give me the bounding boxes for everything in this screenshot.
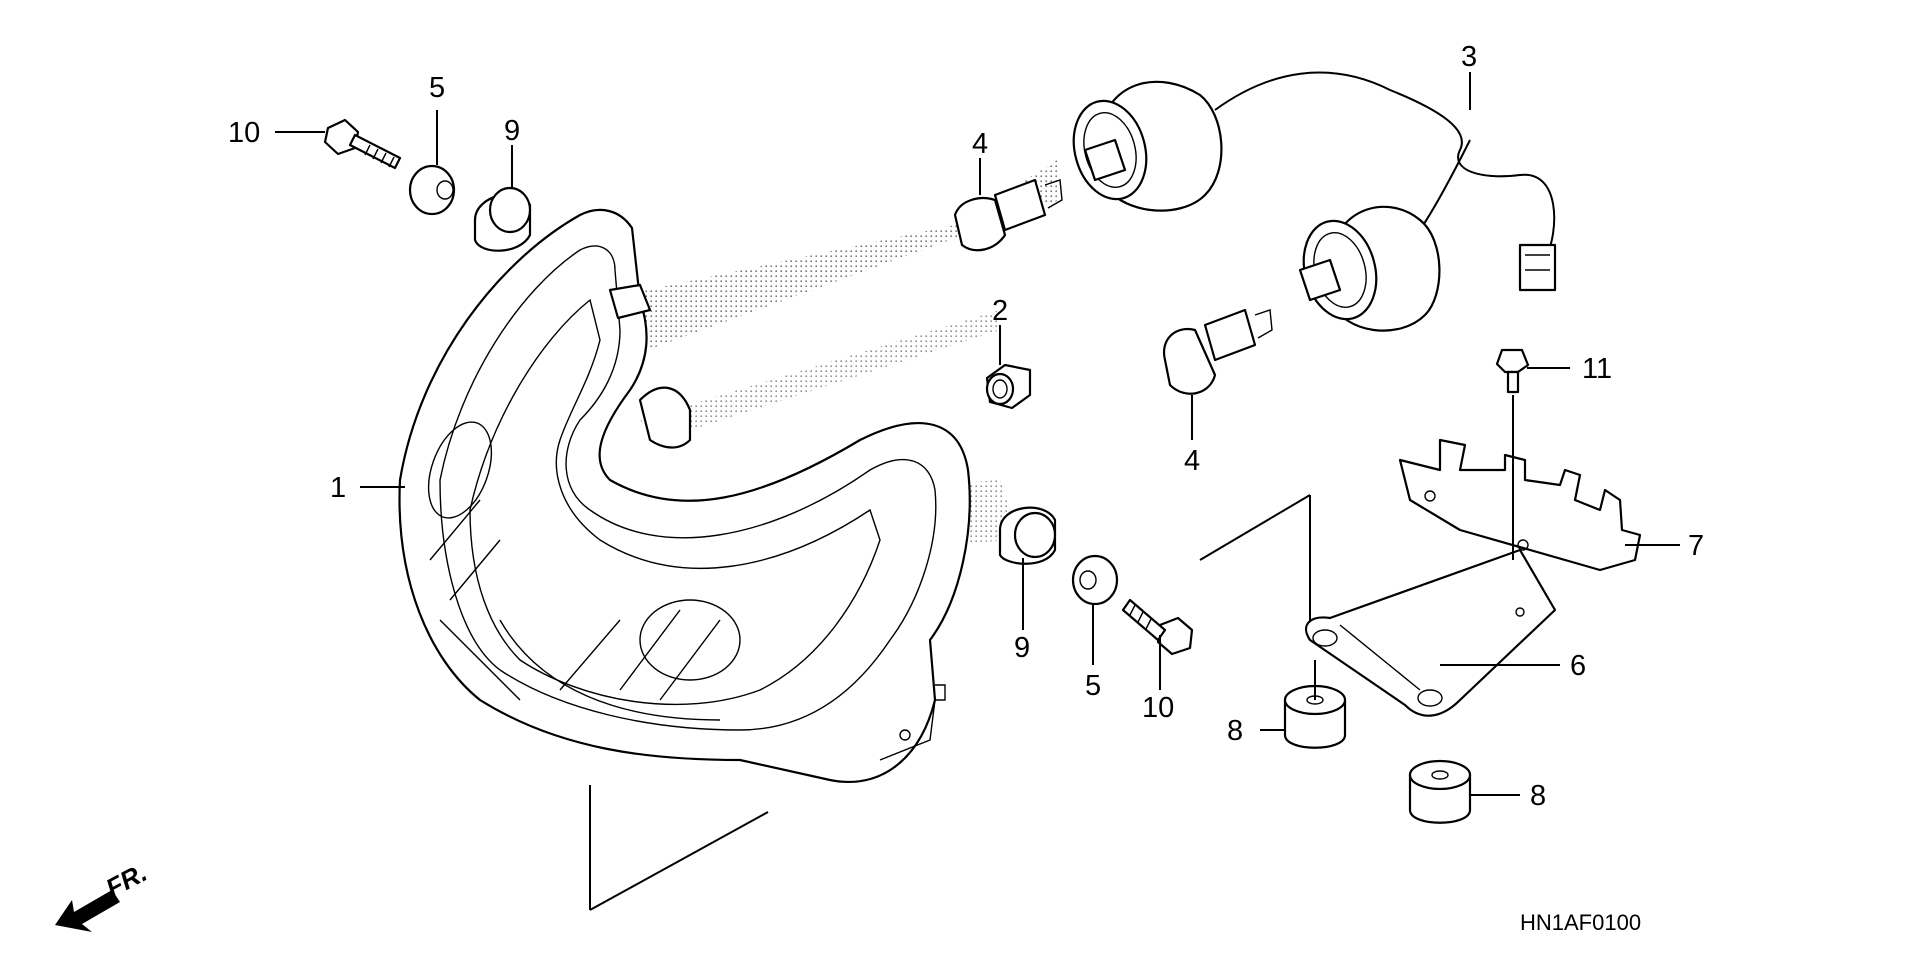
socket-harness-part[interactable] xyxy=(1063,71,1557,332)
grommet-part-upper[interactable] xyxy=(473,186,532,252)
callout-5-upper: 5 xyxy=(429,72,445,104)
mount-rubber-part-lower[interactable] xyxy=(1408,759,1472,824)
callout-11: 11 xyxy=(1582,353,1612,385)
callout-9-lower: 9 xyxy=(1014,632,1030,664)
callout-5-lower: 5 xyxy=(1085,670,1101,702)
plate-part[interactable] xyxy=(1305,548,1557,717)
callout-10-upper: 10 xyxy=(228,117,260,149)
collar-part[interactable] xyxy=(985,363,1032,410)
bulb-part-upper[interactable] xyxy=(953,178,1063,252)
grommet-part-lower[interactable] xyxy=(998,506,1057,565)
callout-10-lower: 10 xyxy=(1142,692,1174,724)
callout-7: 7 xyxy=(1688,530,1704,562)
callout-9-upper: 9 xyxy=(504,115,520,147)
headlight-bracket-lines xyxy=(589,494,1311,911)
bulb-part-lower[interactable] xyxy=(1162,308,1273,395)
front-arrow-icon xyxy=(55,890,120,932)
callout-2: 2 xyxy=(992,295,1008,327)
washer-part-upper[interactable] xyxy=(408,164,456,216)
callout-1: 1 xyxy=(330,472,346,504)
drawing-code: HN1AF0100 xyxy=(1520,910,1641,935)
callout-4-upper: 4 xyxy=(972,128,988,160)
leader-lines xyxy=(275,72,1680,796)
callout-8-upper: 8 xyxy=(1227,715,1243,747)
stay-bracket-part[interactable] xyxy=(1398,438,1642,572)
bolt-part-small[interactable] xyxy=(1495,348,1530,394)
headlight-assembly-part[interactable] xyxy=(398,208,971,783)
callout-4-lower: 4 xyxy=(1184,445,1200,477)
washer-part-lower[interactable] xyxy=(1071,554,1119,606)
bolt-part-upper[interactable] xyxy=(323,118,402,170)
front-direction-marker: FR. xyxy=(55,857,152,932)
callout-6: 6 xyxy=(1570,650,1586,682)
callout-8-lower: 8 xyxy=(1530,780,1546,812)
bolt-part-lower[interactable] xyxy=(1121,598,1194,656)
callout-3: 3 xyxy=(1461,41,1477,73)
callout-labels: 1 2 3 4 4 5 5 6 7 8 8 9 9 10 10 11 xyxy=(228,41,1704,812)
